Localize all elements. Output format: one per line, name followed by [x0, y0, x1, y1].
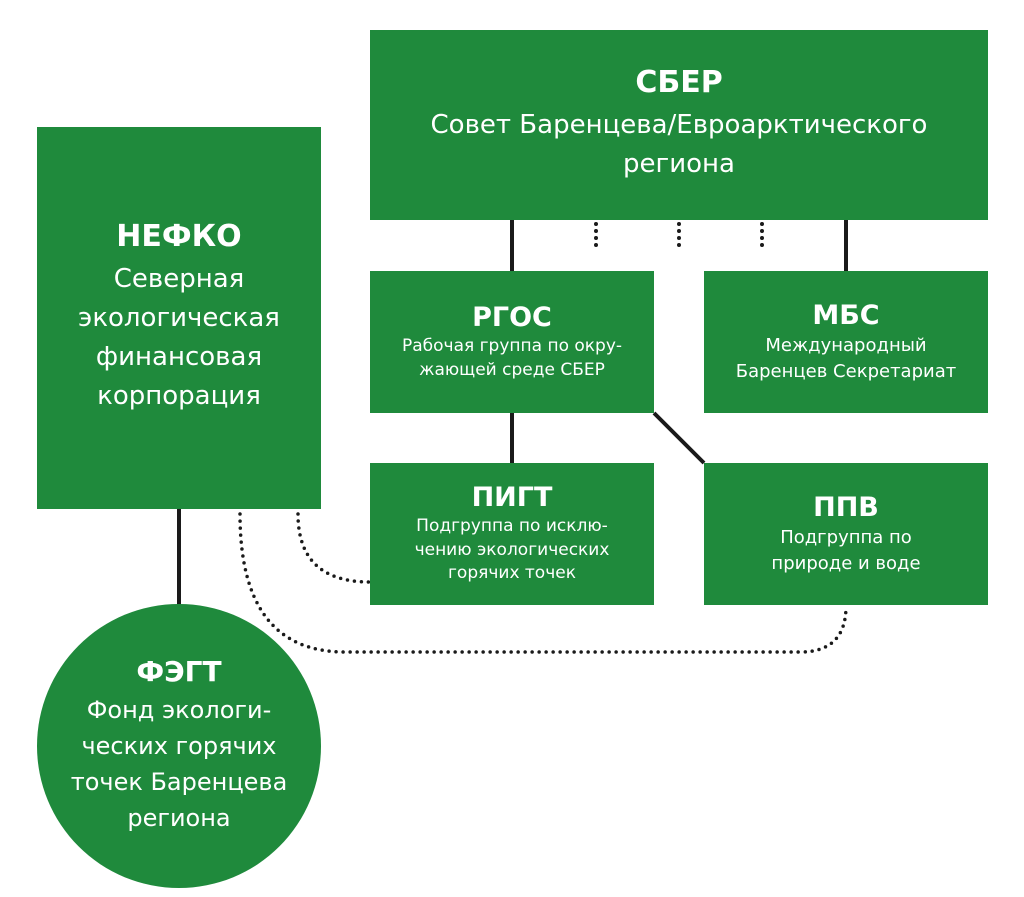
node-sber-abbr: СБЕР — [635, 64, 723, 100]
node-nefco-desc: Северная экологическая финансовая корпор… — [78, 264, 280, 412]
node-nefco: НЕФКО Северная экологическая финансовая … — [37, 127, 321, 509]
node-rgos: РГОС Рабочая группа по окру- жающей сред… — [370, 271, 654, 413]
node-fegt-desc: Фонд экологи- ческих горячих точек Барен… — [70, 696, 288, 833]
node-ppv-abbr: ППВ — [813, 492, 879, 524]
node-ppv: ППВ Подгруппа по природе и воде — [704, 463, 988, 605]
node-nefco-abbr: НЕФКО — [116, 218, 242, 254]
node-pigt: ПИГТ Подгруппа по исклю- чению экологиче… — [370, 463, 654, 605]
node-rgos-desc: Рабочая группа по окру- жающей среде СБЕ… — [401, 335, 623, 380]
connector-rgos-ppv — [652, 411, 706, 465]
node-sber: СБЕР Совет Баренцева/Евроарктического ре… — [370, 30, 988, 220]
connector-nefco-ppv — [238, 512, 848, 654]
node-ppv-desc: Подгруппа по природе и воде — [771, 527, 921, 574]
connector-nefco-pigt — [296, 512, 372, 584]
node-sber-desc: Совет Баренцева/Евроарктического региона — [430, 110, 928, 180]
node-fegt: ФЭГТ Фонд экологи- ческих горячих точек … — [37, 604, 321, 888]
node-rgos-abbr: РГОС — [472, 301, 552, 333]
node-fegt-abbr: ФЭГТ — [136, 654, 222, 688]
node-mbs-abbr: МБС — [812, 300, 880, 332]
node-pigt-desc: Подгруппа по исклю- чению экологических … — [414, 515, 610, 584]
node-mbs-desc: Международный Баренцев Секретариат — [735, 335, 957, 382]
node-pigt-abbr: ПИГТ — [471, 481, 553, 513]
node-mbs: МБС Международный Баренцев Секретариат — [704, 271, 988, 413]
